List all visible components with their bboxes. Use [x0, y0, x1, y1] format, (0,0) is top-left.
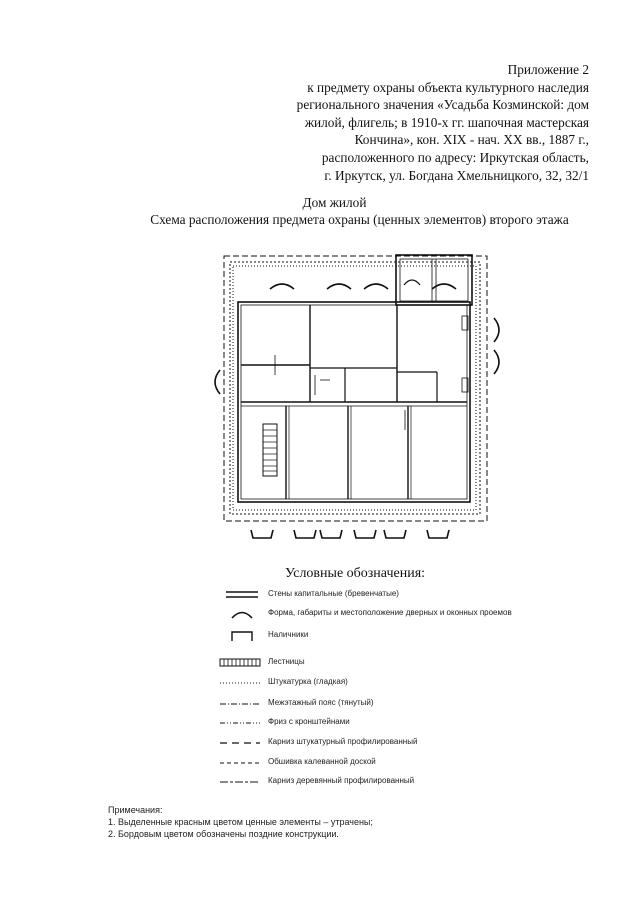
bracket-symbol	[231, 631, 253, 641]
staircase	[262, 423, 278, 477]
outer-wall	[237, 301, 471, 503]
scheme-subtitle: Схема расположения предмета охраны (ценн…	[150, 212, 569, 227]
legend-label: Обшивка калеванной доской	[268, 757, 376, 766]
legend-label: Стены капитальные (бревенчатые)	[268, 589, 399, 598]
cornice-contour-outer	[223, 255, 488, 522]
header-line: расположенного по адресу: Иркутская обла…	[321, 149, 589, 165]
legend-label: Форма, габариты и местоположение дверных…	[268, 608, 512, 617]
dotted-line-symbol	[220, 682, 260, 684]
sheathing-contour	[232, 265, 477, 511]
window-arc	[269, 283, 295, 290]
notes-block: Примечания: 1. Выделенные красным цветом…	[108, 804, 373, 840]
window-arc	[326, 283, 352, 290]
building-title: Дом жилой	[302, 195, 367, 210]
dash-double-dot-line-symbol	[220, 722, 260, 724]
cornice-contour-inner	[229, 261, 481, 515]
legend-label: Наличники	[268, 630, 309, 639]
header-line: регионального значения «Усадьба Козминск…	[296, 97, 589, 113]
note-item: 2. Бордовым цветом обозначены поздние ко…	[108, 829, 339, 839]
window-bracket	[250, 529, 274, 539]
window-bracket	[293, 529, 317, 539]
note-item: 1. Выделенные красным цветом ценные элем…	[108, 817, 373, 827]
legend-label: Межэтажный пояс (тянутый)	[268, 698, 374, 707]
dash-gap-line-symbol	[220, 781, 260, 783]
window-bracket	[319, 529, 343, 539]
window-bracket	[353, 529, 377, 539]
notes-heading: Примечания:	[108, 805, 163, 815]
legend-heading: Условные обозначения:	[285, 566, 426, 581]
stair-tower-inner	[399, 258, 469, 302]
header-line: жилой, флигель; в 1910-х гг. шапочная ма…	[304, 114, 589, 130]
header-line: Приложение 2	[507, 62, 589, 77]
window-bracket	[383, 529, 407, 539]
window-bracket	[426, 529, 450, 539]
window-arc	[493, 349, 500, 375]
header-line: Кончина», кон. XIX - нач. XX вв., 1887 г…	[354, 132, 589, 148]
legend-label: Карниз штукатурный профилированный	[268, 737, 418, 746]
header-line: г. Иркутск, ул. Богдана Хмельницкого, 32…	[324, 167, 589, 183]
long-dash-line-symbol	[220, 742, 260, 744]
double-line-symbol	[226, 591, 258, 598]
window-arc	[493, 317, 500, 343]
dash-dot-line-symbol	[220, 703, 260, 705]
header-line: к предмету охраны объекта культурного на…	[307, 79, 589, 95]
window-arc	[431, 283, 457, 290]
arc-symbol	[231, 611, 253, 619]
legend-label: Штукатурка (гладкая)	[268, 677, 348, 686]
window-arc	[363, 283, 389, 290]
window-arc	[214, 369, 221, 395]
legend-label: Лестницы	[268, 657, 305, 666]
legend-label: Карниз деревянный профилированный	[268, 776, 415, 785]
hatched-bar-symbol	[219, 658, 261, 667]
short-dash-line-symbol	[220, 762, 260, 764]
legend-label: Фриз с кронштейнами	[268, 717, 350, 726]
appendix-header: Приложение 2 к предмету охраны объекта к…	[169, 61, 589, 184]
